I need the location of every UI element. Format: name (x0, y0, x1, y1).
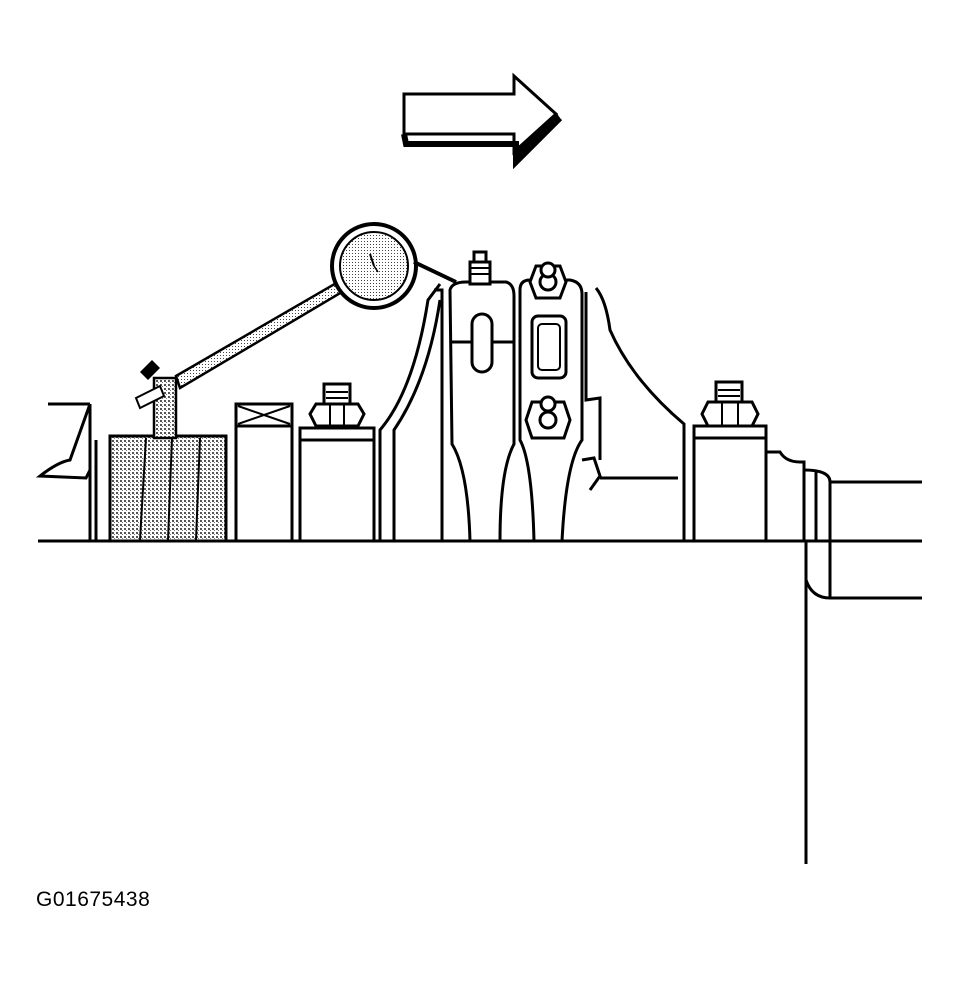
valve-spring-retainer (234, 402, 294, 543)
dial-indicator-post (134, 280, 344, 440)
right-arrow-icon (401, 72, 563, 170)
camshaft-housing (378, 283, 686, 541)
cam-bearing-cap-right (692, 380, 768, 543)
magnetic-base (108, 434, 228, 543)
dial-gauge-icon (330, 222, 457, 310)
thrust-plate (518, 261, 602, 543)
cam-bearing-cap-left (298, 382, 376, 543)
figure-id-label: G01675438 (36, 888, 151, 911)
left-valve (35, 402, 98, 541)
cylinder-head-deck (38, 539, 922, 864)
camshaft-end-plate (448, 250, 516, 543)
camshaft-journal (766, 450, 922, 600)
